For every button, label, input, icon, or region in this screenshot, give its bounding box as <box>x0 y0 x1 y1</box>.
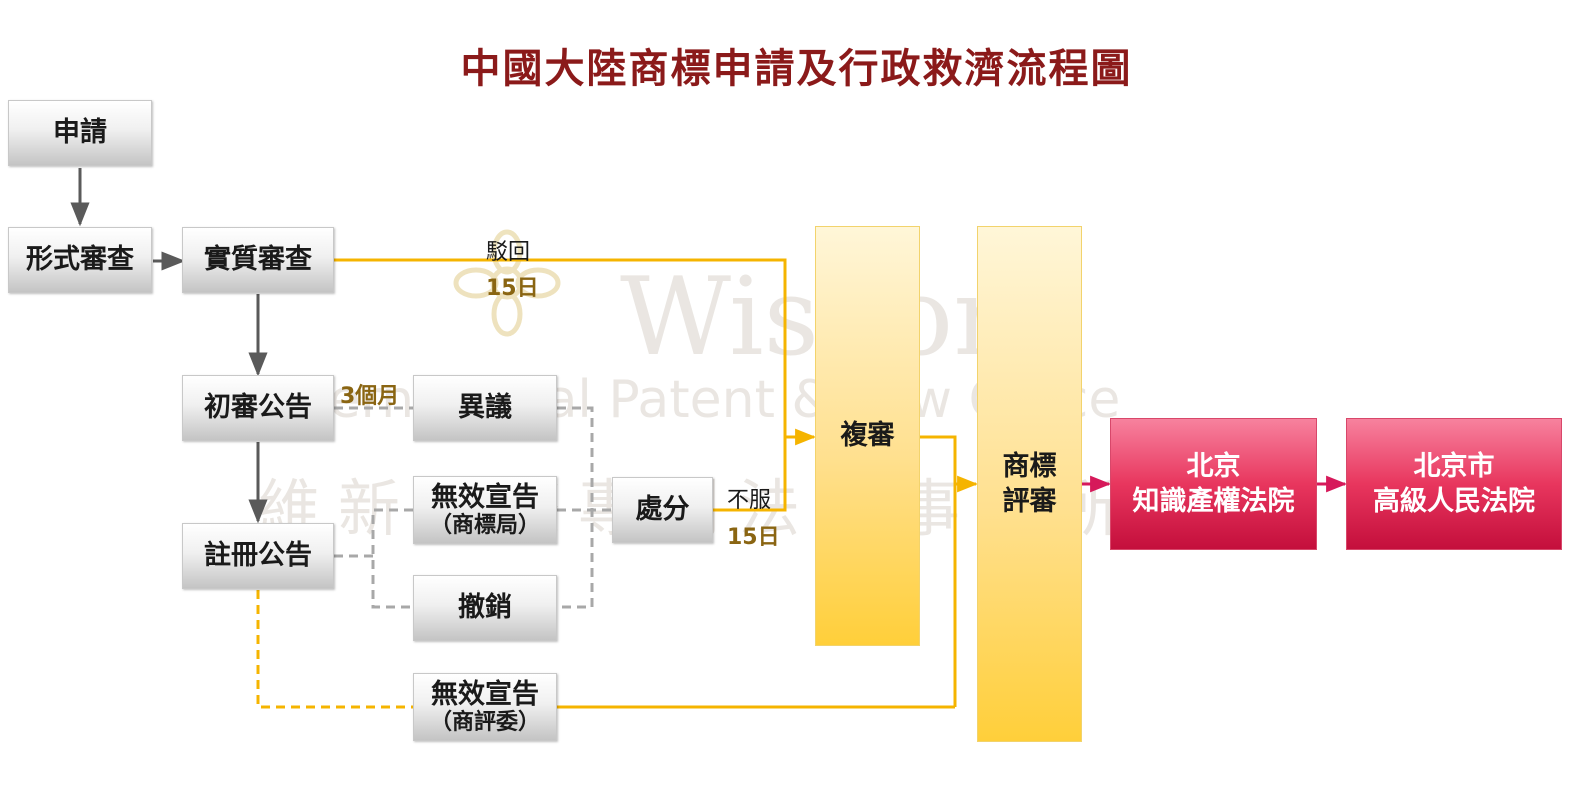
watermark-subtitle: International Patent & Law Office <box>260 370 1121 430</box>
node-substantive-exam: 實質審查 <box>182 227 334 293</box>
node-disposition-label: 處分 <box>635 494 690 526</box>
node-high-court: 北京市 高級人民法院 <box>1346 418 1562 550</box>
node-review-label: 複審 <box>840 420 895 452</box>
node-invalidation-tmo-label: 無效宣告 <box>431 481 539 513</box>
label-dissatisfied-days: 15日 <box>727 525 780 550</box>
line-review-to-trab <box>920 435 979 493</box>
node-ip-court-label-2: 知識產權法院 <box>1132 486 1295 517</box>
node-trab: 商標 評審 <box>977 226 1082 742</box>
node-trab-label-2: 評審 <box>1002 486 1057 517</box>
node-disposition: 處分 <box>612 477 713 543</box>
node-apply: 申請 <box>8 100 152 166</box>
node-formal-exam-label: 形式審查 <box>26 244 134 276</box>
node-registration-publication-label: 註冊公告 <box>204 540 312 572</box>
node-high-court-label-2: 高級人民法院 <box>1373 486 1535 517</box>
node-invalidation-trab-sublabel: （商評委） <box>429 709 540 735</box>
label-rejection-days: 15日 <box>486 276 539 301</box>
dashed-bracket-left <box>371 508 413 609</box>
node-high-court-label-1: 北京市 <box>1413 450 1495 482</box>
node-prelim-publication-label: 初審公告 <box>204 392 312 424</box>
node-apply-label: 申請 <box>53 117 107 149</box>
node-prelim-publication: 初審公告 <box>182 375 334 441</box>
line-disposition-to-review <box>713 437 787 512</box>
node-ip-court: 北京 知識產權法院 <box>1110 418 1317 550</box>
label-rejection: 駁回 <box>486 240 531 265</box>
dashed-bracket-right <box>557 406 594 609</box>
node-revocation: 撤銷 <box>413 575 557 641</box>
label-opposition-period: 3個月 <box>340 384 400 409</box>
label-dissatisfied: 不服 <box>727 488 772 513</box>
watermark-logo-icon <box>453 229 561 337</box>
line-rejection-to-review <box>334 258 817 446</box>
node-review: 複審 <box>815 226 920 646</box>
node-invalidation-tmo: 無效宣告 （商標局） <box>413 476 557 544</box>
node-invalidation-trab-label: 無效宣告 <box>431 678 539 710</box>
node-registration-publication: 註冊公告 <box>182 523 334 589</box>
node-substantive-exam-label: 實質審查 <box>204 244 312 276</box>
node-invalidation-tmo-sublabel: （商標局） <box>429 512 540 538</box>
dashed-registration-to-trab-invalidation <box>256 590 413 709</box>
node-ip-court-label-1: 北京 <box>1186 450 1241 482</box>
node-formal-exam: 形式審查 <box>8 227 152 293</box>
node-revocation-label: 撤銷 <box>458 592 512 624</box>
node-trab-label-1: 商標 <box>1002 450 1057 482</box>
node-opposition-label: 異議 <box>458 392 512 424</box>
node-opposition: 異議 <box>413 375 557 441</box>
node-invalidation-trab: 無效宣告 （商評委） <box>413 673 557 741</box>
page-title: 中國大陸商標申請及行政救濟流程圖 <box>460 46 1133 92</box>
